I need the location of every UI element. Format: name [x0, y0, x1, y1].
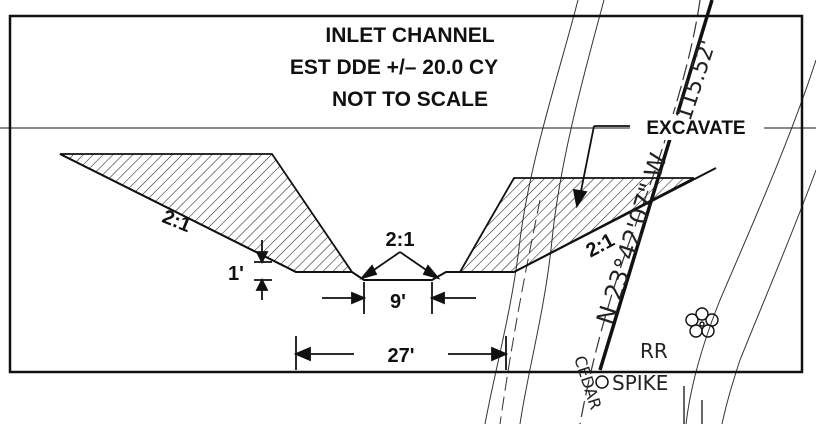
- tree-icon: [685, 307, 719, 338]
- top-width-dimension: [293, 336, 509, 370]
- bottom-width-dimension: [322, 282, 476, 314]
- channel-profile: [59, 153, 717, 281]
- detail-frame: [8, 14, 804, 374]
- slope-label-bottom: 2:1: [386, 229, 415, 251]
- rr-spike-label-1: RR: [640, 339, 668, 363]
- slope-arrows: [359, 251, 441, 280]
- excavate-label: EXCAVATE: [646, 118, 745, 139]
- excavate-label-bg: [630, 114, 764, 140]
- title-line-3: NOT TO SCALE: [332, 88, 488, 111]
- depth-label: 1': [228, 263, 244, 285]
- depth-dimension: [254, 240, 272, 300]
- bottom-width-label: 9': [390, 291, 406, 313]
- excavation-hatch-left: [59, 153, 354, 273]
- spike-symbol: [595, 375, 609, 389]
- survey-distance: 115.52': [672, 37, 721, 124]
- title-line-2: EST DDE +/– 20.0 CY: [290, 56, 498, 79]
- road-name: CEDAR: [570, 353, 605, 412]
- top-width-label: 27': [387, 345, 414, 367]
- title-line-1: INLET CHANNEL: [325, 24, 494, 47]
- rr-spike-label-2: SPIKE: [612, 371, 668, 395]
